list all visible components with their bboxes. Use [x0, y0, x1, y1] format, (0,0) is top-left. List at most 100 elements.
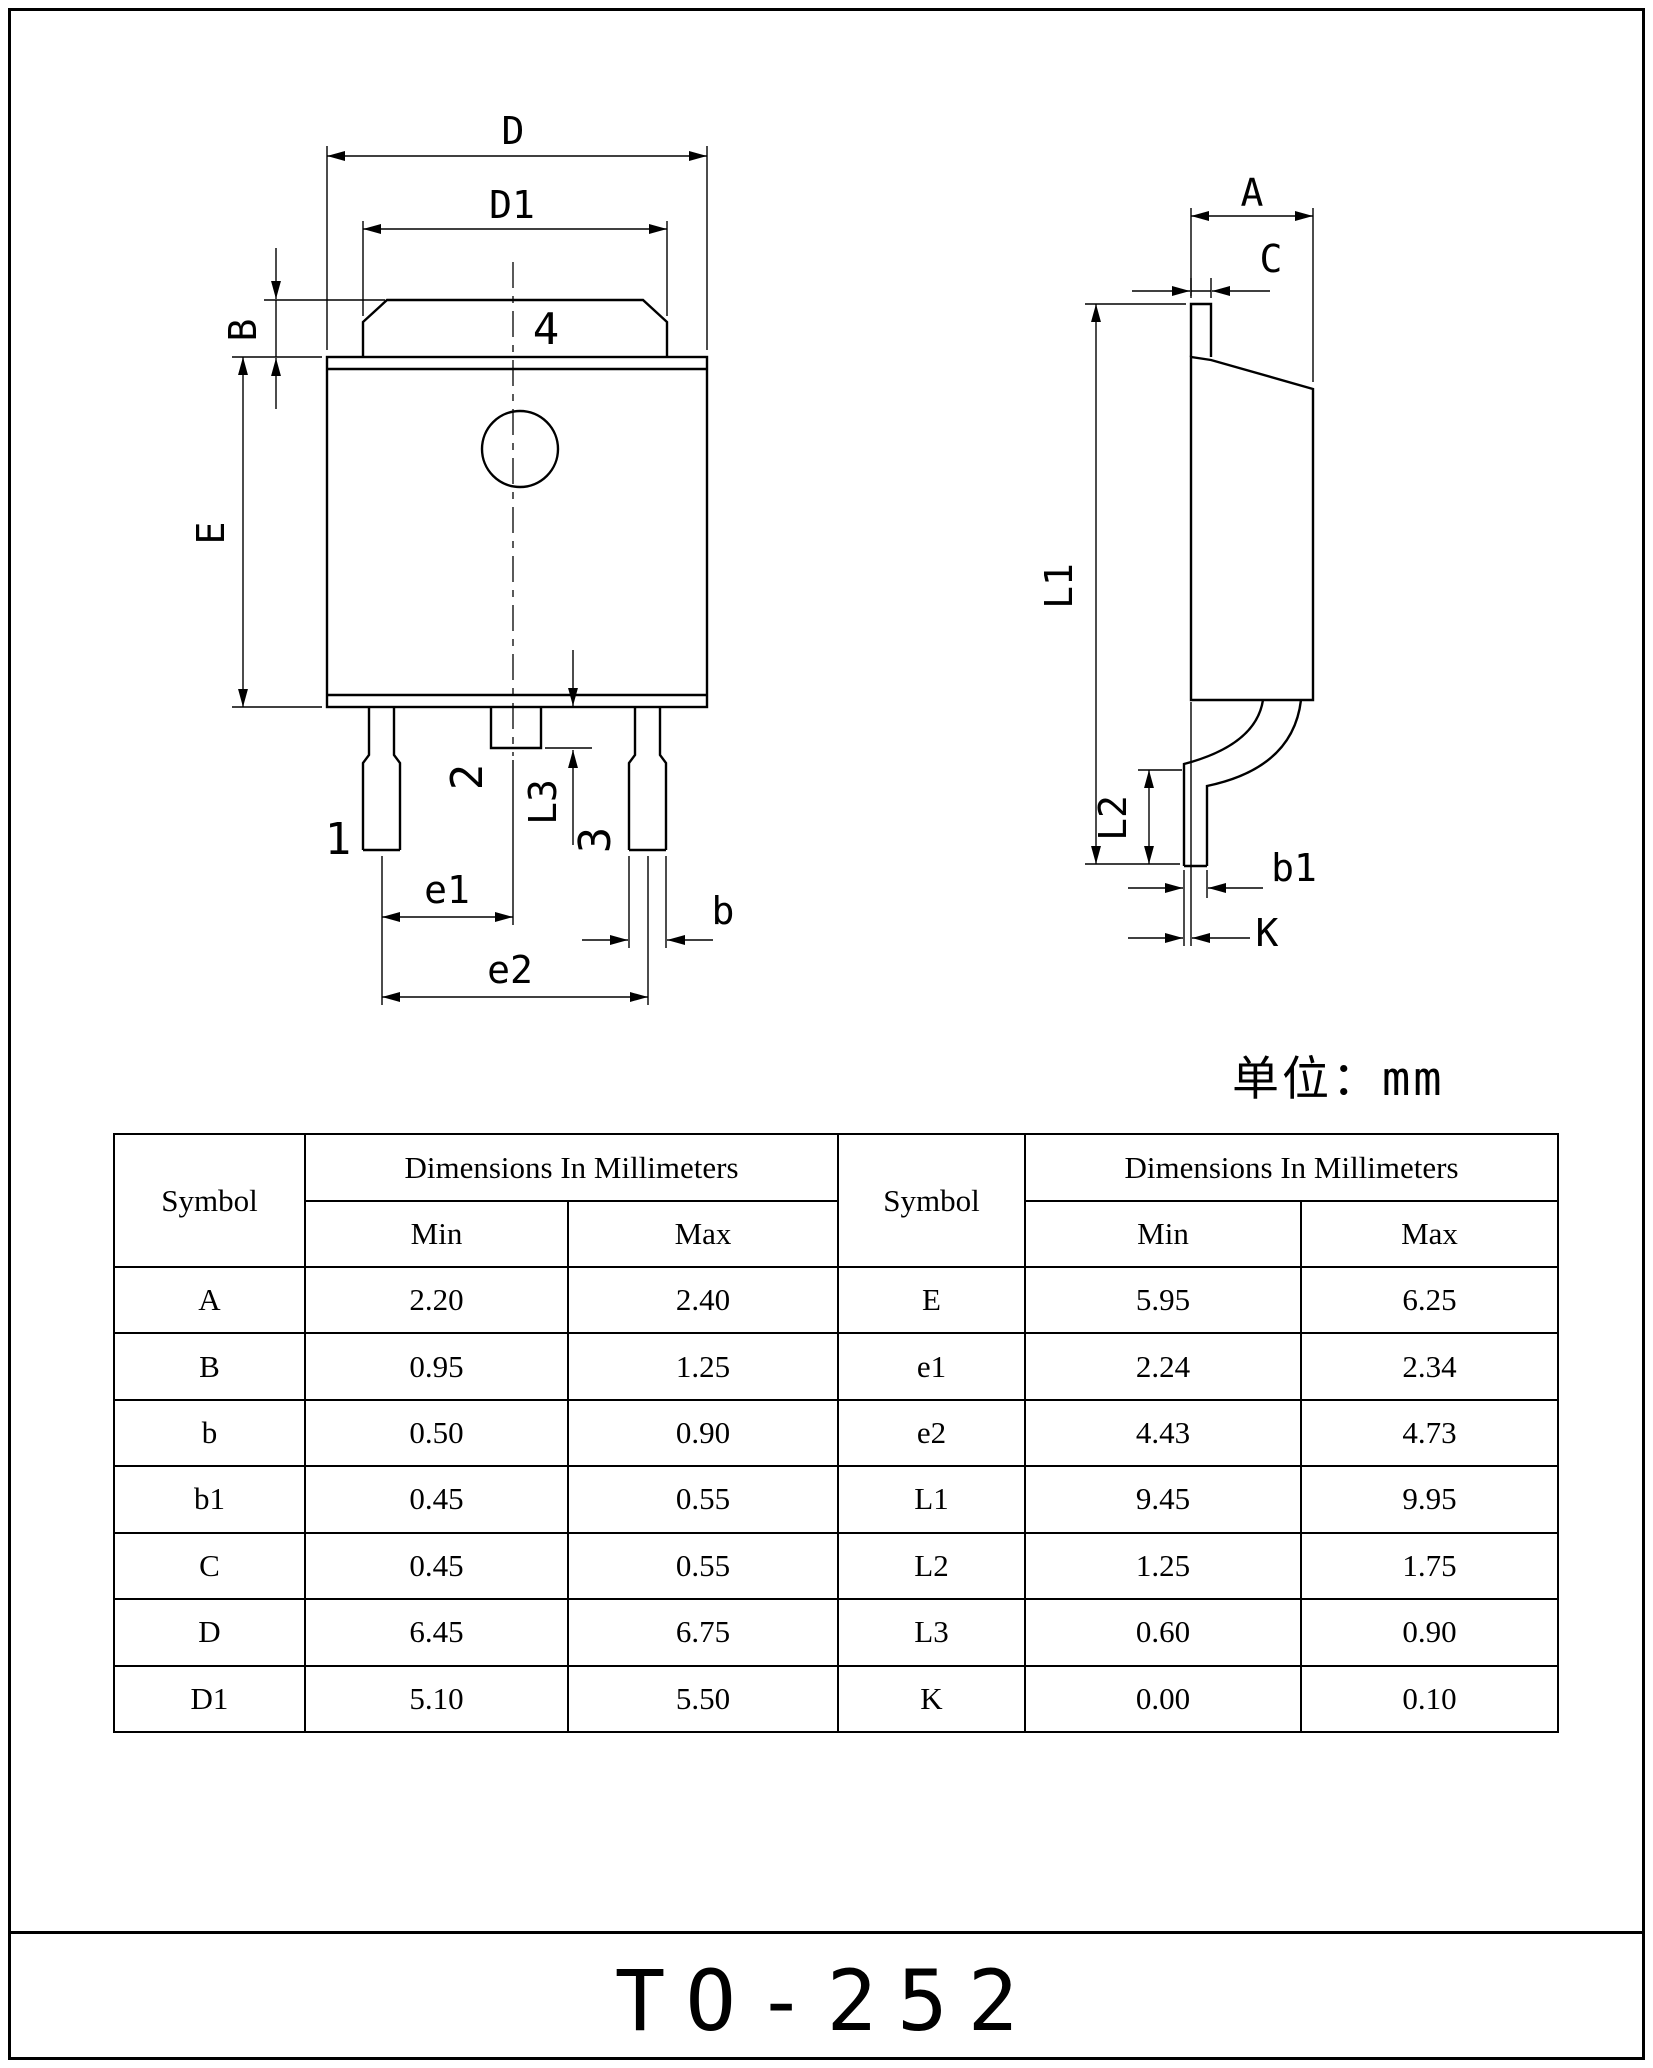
symbol-cell: e2: [837, 1398, 1026, 1468]
max-cell: 6.25: [1300, 1265, 1559, 1335]
dimension-L2: [1138, 769, 1182, 864]
symbol-cell: L3: [837, 1598, 1026, 1667]
max-cell: 0.55: [567, 1531, 839, 1601]
dimension-D: [326, 146, 708, 350]
dim-label-L3: L3: [521, 779, 565, 825]
max-cell: 1.25: [567, 1332, 839, 1401]
dimension-C: [1132, 278, 1270, 298]
symbol-cell: A: [113, 1265, 306, 1335]
table-row: C 0.45 0.55 L2 1.25 1.75: [113, 1531, 1559, 1601]
dims-header: Dimensions In Millimeters: [304, 1133, 839, 1202]
side-view: A C L1 L2 b1 K: [1037, 171, 1317, 955]
package-front-outline: [325, 298, 709, 852]
max-cell: 4.73: [1300, 1398, 1559, 1468]
min-cell: 5.95: [1024, 1265, 1302, 1335]
table-row: b1 0.45 0.55 L1 9.45 9.95: [113, 1465, 1559, 1534]
dim-label-L1: L1: [1037, 563, 1081, 609]
max-cell: 0.10: [1300, 1664, 1559, 1734]
table-header-row-1: Symbol Dimensions In Millimeters Symbol …: [113, 1133, 1559, 1268]
body-edge-lines: [327, 367, 707, 697]
symbol-cell: E: [837, 1265, 1026, 1335]
min-cell: 0.00: [1024, 1664, 1302, 1734]
dimension-E: [232, 357, 322, 708]
table-row: D1 5.10 5.50 K 0.00 0.10: [113, 1664, 1559, 1734]
dim-label-b1: b1: [1271, 846, 1317, 890]
symbol-cell: D1: [113, 1664, 306, 1734]
table-row: B 0.95 1.25 e1 2.24 2.34: [113, 1332, 1559, 1401]
tab-outline: [361, 298, 669, 357]
symbol-cell: L1: [837, 1465, 1026, 1534]
package-body-side: [1189, 355, 1315, 702]
dim-label-e1: e1: [424, 868, 470, 912]
symbol-cell: L2: [837, 1531, 1026, 1601]
dim-label-D: D: [502, 109, 525, 153]
dims-header: Dimensions In Millimeters: [1024, 1133, 1559, 1202]
max-cell: 2.34: [1300, 1332, 1559, 1401]
page-border: [8, 8, 1645, 2060]
min-cell: 0.45: [304, 1531, 569, 1601]
pin-4-label: 4: [533, 304, 560, 355]
max-header: Max: [1300, 1200, 1559, 1268]
dim-label-K: K: [1256, 911, 1279, 955]
dimension-e1-e2: [381, 760, 649, 1005]
dimension-D1: [362, 221, 668, 316]
table-row: b 0.50 0.90 e2 4.43 4.73: [113, 1398, 1559, 1468]
min-cell: 9.45: [1024, 1465, 1302, 1534]
symbol-header: Symbol: [113, 1133, 306, 1268]
min-cell: 0.95: [304, 1332, 569, 1401]
min-cell: 4.43: [1024, 1398, 1302, 1468]
symbol-cell: D: [113, 1598, 306, 1667]
title-block-divider: [8, 1931, 1645, 1934]
symbol-cell: e1: [837, 1332, 1026, 1401]
min-header: Min: [1024, 1200, 1302, 1268]
max-cell: 1.75: [1300, 1531, 1559, 1601]
dim-label-E: E: [189, 522, 233, 545]
symbol-cell: C: [113, 1531, 306, 1601]
package-side-outline: [1182, 302, 1315, 868]
dimension-table: Symbol Dimensions In Millimeters Symbol …: [113, 1133, 1559, 1734]
dim-label-b: b: [712, 889, 735, 933]
dimension-L1: [1085, 303, 1186, 865]
pin-1-outline: [361, 707, 402, 852]
min-cell: 0.60: [1024, 1598, 1302, 1667]
symbol-cell: b1: [113, 1465, 306, 1534]
symbol-cell: B: [113, 1332, 306, 1401]
max-cell: 9.95: [1300, 1465, 1559, 1534]
max-cell: 6.75: [567, 1598, 839, 1667]
table-row: A 2.20 2.40 E 5.95 6.25: [113, 1265, 1559, 1335]
symbol-header: Symbol: [837, 1133, 1026, 1268]
max-cell: 0.55: [567, 1465, 839, 1534]
mounting-hole: [480, 409, 560, 489]
pin-1-label: 1: [325, 814, 352, 865]
min-cell: 2.20: [304, 1265, 569, 1335]
max-cell: 0.90: [567, 1398, 839, 1468]
min-cell: 0.50: [304, 1398, 569, 1468]
dim-label-L2: L2: [1091, 795, 1135, 841]
unit-label: 单位：mm: [1232, 1052, 1445, 1107]
dimension-b: [582, 856, 713, 948]
symbol-cell: K: [837, 1664, 1026, 1734]
min-cell: 5.10: [304, 1664, 569, 1734]
dimension-A: [1190, 208, 1314, 382]
dimension-b1: [1128, 870, 1263, 946]
symbol-cell: b: [113, 1398, 306, 1468]
package-body-front: [325, 355, 709, 709]
dim-label-B: B: [221, 319, 265, 342]
min-cell: 0.45: [304, 1465, 569, 1534]
dim-label-D1: D1: [489, 183, 535, 227]
max-cell: 5.50: [567, 1664, 839, 1734]
pin-3-outline: [627, 707, 668, 852]
pin-2-label: 2: [442, 764, 493, 791]
lead-side-outline: [1182, 699, 1303, 868]
dimension-L3: [545, 650, 592, 845]
max-cell: 0.90: [1300, 1598, 1559, 1667]
dimension-K: [1128, 702, 1250, 946]
table-header-row-2: Min Max Min Max: [114, 1200, 1559, 1268]
front-view: D D1 B E L3 e1 e2 b 1 2 3 4: [189, 109, 734, 1005]
tab-side-outline: [1189, 302, 1213, 357]
max-cell: 2.40: [567, 1265, 839, 1335]
min-cell: 2.24: [1024, 1332, 1302, 1401]
pin-2-outline: [489, 707, 543, 750]
